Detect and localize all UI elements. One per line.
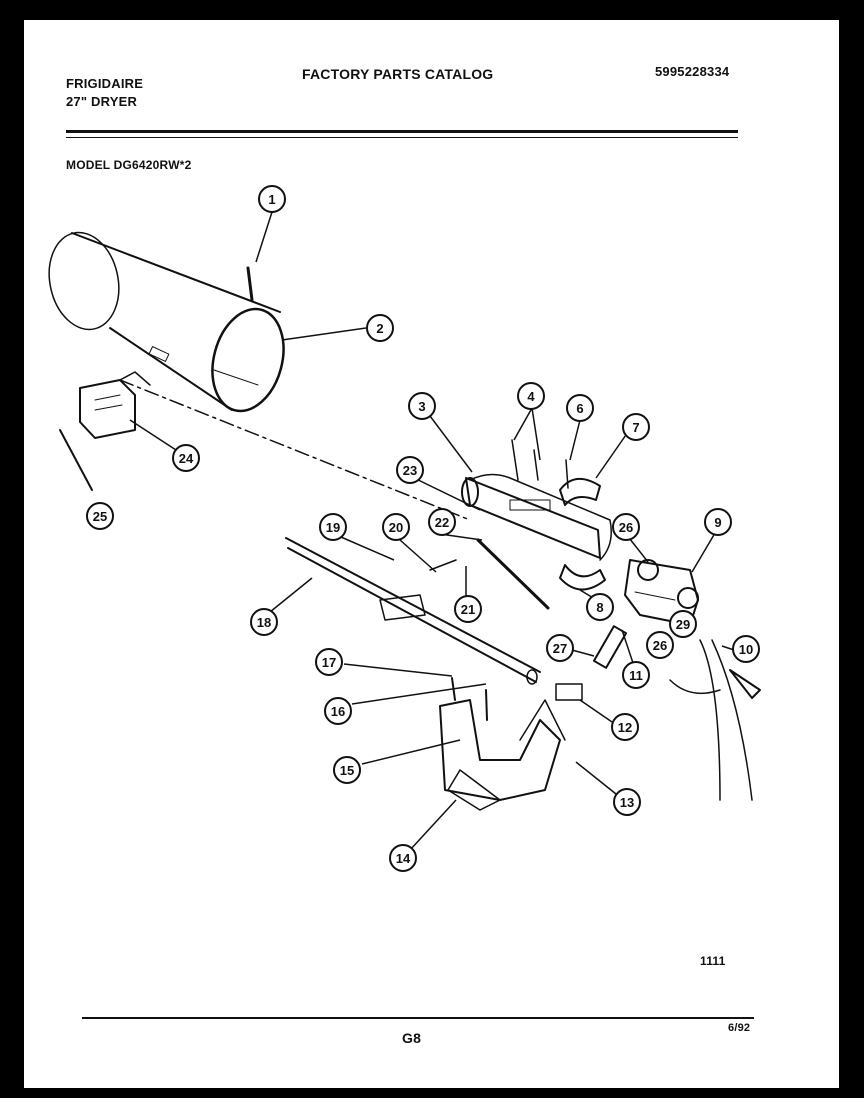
svg-text:20: 20 [389, 520, 403, 535]
callout-9: 9 [704, 508, 732, 536]
svg-text:13: 13 [620, 795, 634, 810]
svg-text:11: 11 [629, 668, 643, 683]
product-label: 27" DRYER [66, 94, 138, 109]
svg-text:9: 9 [714, 515, 721, 530]
callout-13: 13 [613, 788, 641, 816]
callout-26a: 26 [612, 513, 640, 541]
sensor-24 [79, 371, 151, 439]
callout-14: 14 [389, 844, 417, 872]
reference-note: 1111 [700, 954, 726, 968]
callout-6: 6 [566, 394, 594, 422]
catalog-title: FACTORY PARTS CATALOG [302, 66, 494, 82]
svg-text:16: 16 [331, 704, 345, 719]
brand-label: FRIGIDAIRE [66, 76, 144, 91]
svg-text:23: 23 [403, 463, 417, 478]
svg-text:26: 26 [619, 520, 633, 535]
callout-2: 2 [366, 314, 394, 342]
bracket-7 [559, 478, 601, 506]
callout-24: 24 [172, 444, 200, 472]
callout-25: 25 [86, 502, 114, 530]
svg-text:29: 29 [676, 617, 690, 632]
callout-19: 19 [319, 513, 347, 541]
footer-rule [82, 1017, 754, 1019]
callout-27: 27 [546, 634, 574, 662]
svg-text:25: 25 [93, 509, 107, 524]
manifold-pipe-18 [285, 537, 541, 683]
callout-26b: 26 [646, 631, 674, 659]
svg-text:12: 12 [618, 720, 632, 735]
callout-10: 10 [732, 635, 760, 663]
svg-text:10: 10 [739, 642, 753, 657]
callout-12: 12 [611, 713, 639, 741]
callout-29: 29 [669, 610, 697, 638]
callout-18: 18 [250, 608, 278, 636]
svg-text:8: 8 [596, 600, 603, 615]
catalog-number: 5995228334 [655, 64, 730, 79]
callout-4: 4 [517, 382, 545, 410]
drum-part [48, 231, 285, 413]
svg-text:28: 28 [0, 0, 14, 3]
revision-date: 6/92 [728, 1022, 751, 1034]
svg-text:1: 1 [268, 192, 275, 207]
header-rule-thick [66, 130, 738, 133]
callout-3: 3 [408, 392, 436, 420]
svg-text:7: 7 [632, 420, 639, 435]
svg-text:24: 24 [179, 451, 194, 466]
svg-text:27: 27 [553, 641, 567, 656]
callout-11: 11 [622, 661, 650, 689]
svg-text:18: 18 [257, 615, 271, 630]
callout-28: 28 [0, 0, 14, 3]
bracket-14 [439, 699, 566, 811]
burner-assembly [461, 473, 612, 561]
header-rule-thin [66, 137, 738, 138]
bracket-8 [559, 564, 606, 591]
wire-harness-10 [669, 639, 761, 801]
screw-1 [246, 266, 254, 302]
svg-text:26: 26 [653, 638, 667, 653]
callout-7: 7 [622, 413, 650, 441]
svg-text:22: 22 [435, 515, 449, 530]
callout-22: 22 [428, 508, 456, 536]
svg-text:2: 2 [376, 321, 383, 336]
svg-text:14: 14 [396, 851, 411, 866]
svg-text:4: 4 [527, 389, 535, 404]
model-label: MODEL DG6420RW*2 [66, 158, 192, 172]
callout-20: 20 [382, 513, 410, 541]
callout-1: 1 [258, 185, 286, 213]
callout-17: 17 [315, 648, 343, 676]
svg-text:17: 17 [322, 655, 336, 670]
callout-21: 21 [454, 595, 482, 623]
callout-8: 8 [586, 593, 614, 621]
page-number: G8 [402, 1030, 422, 1046]
svg-text:19: 19 [326, 520, 340, 535]
svg-text:15: 15 [340, 763, 354, 778]
callout-16: 16 [324, 697, 352, 725]
callout-15: 15 [333, 756, 361, 784]
callout-23: 23 [396, 456, 424, 484]
svg-text:3: 3 [418, 399, 425, 414]
svg-text:6: 6 [576, 401, 583, 416]
svg-text:21: 21 [461, 602, 475, 617]
